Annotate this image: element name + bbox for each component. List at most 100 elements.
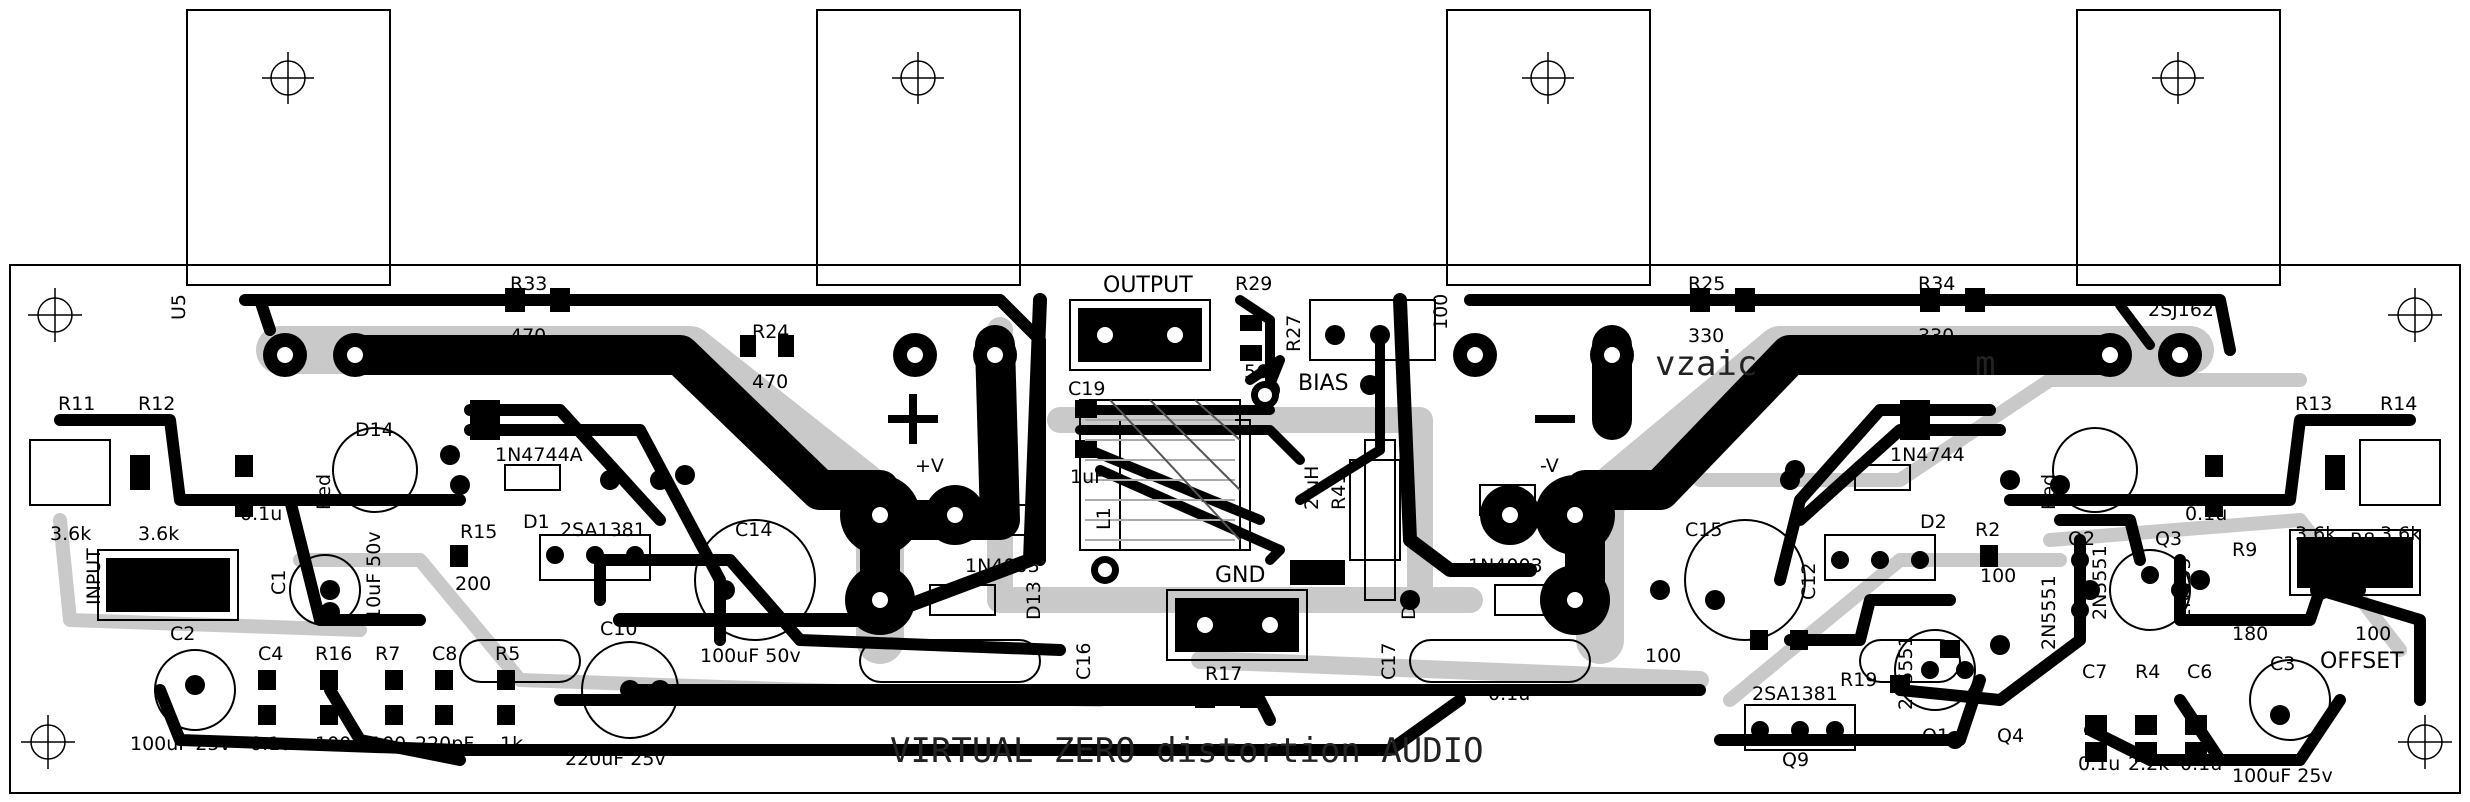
- label-r16: R16: [315, 643, 352, 665]
- label-r13: R13: [2295, 393, 2332, 415]
- label-d1: D1: [523, 511, 550, 533]
- label-q-2sa1381: 2SA1381: [560, 519, 646, 541]
- label-q9-part: 2SA1381: [1752, 683, 1838, 705]
- label-r34-value: 330: [1918, 325, 1954, 347]
- label-q2: Q2: [2068, 528, 2095, 550]
- rail-signs: [888, 394, 1575, 444]
- output-header-label: OUTPUT: [1103, 273, 1193, 298]
- label-red-left: Red: [313, 474, 335, 510]
- label-c01-right: 0.1u: [1488, 683, 1530, 705]
- label-r8-value: 100: [2355, 623, 2391, 645]
- label-r15: R15: [460, 521, 497, 543]
- label-r11: R11: [58, 393, 95, 415]
- label-r34: R34: [1918, 273, 1955, 295]
- label-r8: R8: [2350, 529, 2375, 551]
- top-layer-traces: [54, 293, 2426, 766]
- board-footer-title: VIRTUAL ZERO distortion AUDIO: [890, 731, 1484, 771]
- label-q9: Q9: [1782, 749, 1809, 771]
- board-watermark-tail: m: [1975, 344, 1995, 384]
- label-r16-value: 100: [315, 733, 351, 755]
- label-r29: R29: [1235, 273, 1272, 295]
- label-r27-value: 100: [1430, 294, 1452, 330]
- offset-label: OFFSET: [2320, 649, 2404, 674]
- label-r27: R27: [1283, 315, 1305, 352]
- board-watermark: vzaic: [1655, 344, 1757, 384]
- label-c14: C14: [735, 519, 772, 541]
- label-1n4003-right: 1N4003: [1468, 555, 1543, 577]
- label-c4-value: 0.1u: [250, 733, 292, 755]
- component-pads: [106, 288, 2413, 762]
- label-red-right: Red: [2038, 474, 2060, 510]
- label-r15-value: 200: [455, 573, 491, 595]
- label-r24-value: 470: [752, 371, 788, 393]
- rail-pos-label: +V: [915, 455, 944, 477]
- label-r5: R5: [495, 643, 520, 665]
- label-q-right: 2SJ162: [2148, 299, 2214, 321]
- label-r29-value: 560: [1244, 361, 1280, 383]
- label-r13-value: 3.6k: [2295, 523, 2336, 545]
- label-r24: R24: [752, 321, 789, 343]
- bias-label: BIAS: [1298, 371, 1349, 396]
- label-c15-value: 100: [1645, 645, 1681, 667]
- label-c2-value: 100uF 25v: [130, 733, 231, 755]
- label-zener-left: 1N4744A: [495, 444, 583, 466]
- label-r2-value: 100: [1980, 565, 2016, 587]
- label-c7-value: 0.1u: [2078, 753, 2120, 775]
- label-q4-part: 2N5551: [2038, 575, 2060, 650]
- label-c16: C16: [1073, 643, 1095, 680]
- label-c19: C19: [1068, 378, 1105, 400]
- board-outline: [9, 264, 2461, 794]
- label-c6: C6: [2187, 661, 2212, 683]
- mounting-holes: [21, 288, 2452, 769]
- label-r9-value: 180: [2232, 623, 2268, 645]
- label-q1-part: 2N5551: [1895, 635, 1917, 710]
- inductor-l1: [1079, 399, 1241, 551]
- label-d2: D2: [1920, 511, 1947, 533]
- label-r12-value: 3.6k: [138, 523, 179, 545]
- label-q2-part: 2N5551: [2089, 545, 2111, 620]
- label-r17: R17: [1205, 663, 1242, 685]
- label-zener-right: 1N4744: [1890, 444, 1965, 466]
- label-r33-value: 470: [510, 325, 546, 347]
- label-c8: C8: [432, 643, 457, 665]
- label-d4: D4: [1398, 593, 1420, 620]
- label-r7: R7: [375, 643, 400, 665]
- label-d14: D14: [355, 419, 394, 441]
- label-c19-value: 1uF: [1070, 466, 1105, 488]
- label-q3: Q3: [2155, 528, 2182, 550]
- label-c01-left: 0.1u: [945, 683, 987, 705]
- label-c1-value: 10uF 50v: [363, 531, 385, 620]
- label-r2: R2: [1975, 519, 2000, 541]
- label-r33: R33: [510, 273, 547, 295]
- label-u5: U5: [168, 294, 190, 320]
- label-r7-value: 100: [370, 733, 406, 755]
- label-r14-value: 3.6k: [2380, 523, 2421, 545]
- labels: U5 R33 470 R24 470 R29 R27 100 560 R25 3…: [50, 273, 2421, 787]
- label-r4: R4: [2135, 661, 2160, 683]
- label-r25-value: 330: [1688, 325, 1724, 347]
- label-q4: Q4: [1997, 725, 2024, 747]
- label-r12: R12: [138, 393, 175, 415]
- input-header-label: INPUT: [83, 548, 105, 605]
- label-c2: C2: [170, 623, 195, 645]
- heatsink-transistor-outlines: [186, 9, 2281, 286]
- label-c18-value: 0.1u: [2185, 503, 2227, 525]
- label-r41: R41: [1328, 473, 1350, 510]
- label-c8-value: 220pF: [415, 733, 474, 755]
- gnd-header-label: GND: [1215, 563, 1265, 588]
- label-r5-value: 1k: [500, 733, 523, 755]
- label-q1: Q1: [1922, 725, 1949, 747]
- label-r19: R19: [1840, 669, 1877, 691]
- label-r25: R25: [1688, 273, 1725, 295]
- label-c7: C7: [2082, 661, 2107, 683]
- label-r14: R14: [2380, 393, 2417, 415]
- label-c1: C1: [268, 570, 290, 595]
- label-r4-value: 2.2k: [2128, 753, 2169, 775]
- label-c13-value: 0.1u: [240, 503, 282, 525]
- label-d13: D13: [1023, 581, 1045, 620]
- label-c10-value: 220uF 25v: [565, 748, 666, 770]
- label-c3: C3: [2270, 653, 2295, 675]
- label-l1: L1: [1093, 507, 1115, 530]
- label-c14-value: 100uF 50v: [700, 645, 801, 667]
